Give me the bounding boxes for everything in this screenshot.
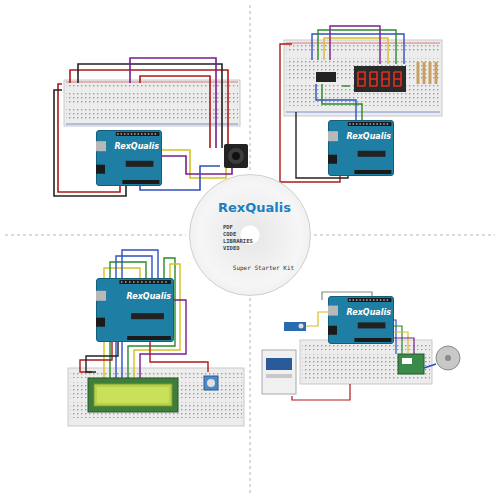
breadboard bbox=[64, 80, 240, 126]
arduino-board: RexQualis bbox=[328, 296, 394, 344]
board-brand: RexQualis bbox=[347, 309, 392, 317]
sound-sensor bbox=[284, 322, 306, 331]
lcd-module bbox=[88, 378, 178, 412]
cd-item: CODE bbox=[223, 232, 236, 238]
wires bbox=[280, 26, 404, 182]
divider bbox=[314, 235, 495, 236]
wires bbox=[292, 292, 414, 400]
breadboard bbox=[284, 40, 442, 116]
divider bbox=[250, 298, 251, 495]
stepper-driver bbox=[398, 354, 424, 374]
resistors bbox=[418, 62, 436, 84]
brand-logo: RexQualis bbox=[218, 201, 291, 214]
potentiometer bbox=[204, 376, 218, 390]
divider bbox=[5, 235, 186, 236]
joystick-module bbox=[224, 144, 248, 168]
board-details bbox=[328, 296, 394, 344]
water-sensor bbox=[262, 350, 296, 394]
shift-register-chip bbox=[316, 72, 336, 82]
seven-segment-display bbox=[354, 66, 406, 92]
software-disc: RexQualisPDFCODELIBRARIESVIDEO Super Star… bbox=[189, 174, 311, 296]
board-details bbox=[328, 120, 394, 176]
wires bbox=[54, 58, 232, 196]
divider bbox=[250, 5, 251, 172]
arduino-board: RexQualis bbox=[96, 278, 174, 342]
stepper-motor bbox=[424, 346, 460, 370]
wires bbox=[80, 250, 208, 380]
cd-item: VIDEO bbox=[223, 246, 240, 252]
breadboard bbox=[300, 340, 432, 384]
board-brand: RexQualis bbox=[115, 143, 160, 151]
cd-item: LIBRARIES bbox=[223, 239, 253, 245]
board-brand: RexQualis bbox=[127, 293, 172, 301]
arduino-board: RexQualis bbox=[96, 130, 162, 186]
cd-item: PDF bbox=[223, 225, 233, 231]
board-details bbox=[96, 130, 162, 186]
arduino-board: RexQualis bbox=[328, 120, 394, 176]
kit-name: Super Starter Kit bbox=[233, 265, 294, 271]
board-details bbox=[96, 278, 174, 342]
breadboard bbox=[68, 368, 244, 426]
board-brand: RexQualis bbox=[347, 133, 392, 141]
